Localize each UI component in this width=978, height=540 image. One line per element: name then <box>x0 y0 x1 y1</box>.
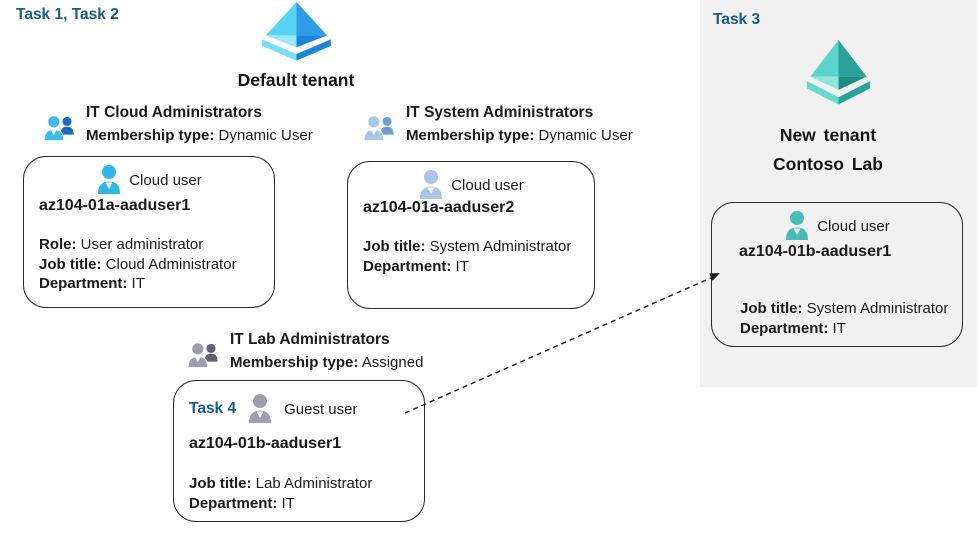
attr-row: Department: IT <box>363 257 571 277</box>
group-users-icon <box>186 339 220 371</box>
default-tenant-icon <box>260 2 333 62</box>
attr-label: Department: <box>740 319 829 337</box>
user-type-label: Cloud user <box>451 176 524 194</box>
attr-value: System Administrator <box>425 238 572 255</box>
group-text: IT System Administrators Membership type… <box>406 102 633 148</box>
group-title: IT Cloud Administrators <box>86 104 262 121</box>
attr-row: Role: User administrator <box>39 235 237 255</box>
user-attributes: Job title: System Administrator Departme… <box>740 299 948 338</box>
new-tenant-icon <box>805 40 872 106</box>
cloud-user-icon <box>784 210 810 242</box>
username: az104-01a-aaduser1 <box>39 197 191 214</box>
new-tenant-name-line1: New tenant <box>779 125 877 145</box>
group-text: IT Cloud Administrators Membership type:… <box>86 102 313 148</box>
attr-row: Department: IT <box>740 319 948 339</box>
attr-value: IT <box>127 275 145 292</box>
username: az104-01a-aaduser2 <box>363 199 515 216</box>
task-1-2-label: Task 1, Task 2 <box>16 6 119 23</box>
user-card-newtenant-aaduser1: Cloud user az104-01b-aaduser1 Job title:… <box>711 202 963 347</box>
group-users-icon <box>42 112 76 144</box>
attr-row: Job title: Cloud Administrator <box>39 255 237 275</box>
membership-label: Membership type: <box>86 127 215 144</box>
group-membership: Membership type: Dynamic User <box>86 123 313 148</box>
attr-value: User administrator <box>76 236 204 253</box>
group-it-system-administrators: IT System Administrators Membership type… <box>362 102 633 148</box>
attr-label: Role: <box>39 236 77 253</box>
user-type-header: Cloud user <box>24 164 274 196</box>
group-users-icon <box>362 112 396 144</box>
user-type-label: Guest user <box>284 400 358 418</box>
attr-row: Department: IT <box>39 274 237 294</box>
attr-value: IT <box>277 494 295 512</box>
cloud-user-icon <box>96 164 122 196</box>
username: az104-01b-aaduser1 <box>189 435 342 452</box>
user-card-aaduser2: Cloud user az104-01a-aaduser2 Job title:… <box>347 161 595 309</box>
attr-label: Department: <box>189 494 278 512</box>
attr-label: Department: <box>39 275 128 292</box>
group-membership: Membership type: Dynamic User <box>406 123 633 148</box>
membership-value: Dynamic User <box>534 127 633 144</box>
user-attributes: Role: User administrator Job title: Clou… <box>39 235 237 294</box>
attr-label: Department: <box>363 257 452 275</box>
user-card-guest-aaduser1: Task 4 Guest user az104-01b-aaduser1 Job… <box>173 380 425 522</box>
attr-label: Job title: <box>740 300 803 317</box>
user-type-label: Cloud user <box>817 217 890 235</box>
group-title: IT System Administrators <box>406 104 594 121</box>
username: az104-01b-aaduser1 <box>739 243 892 260</box>
attr-row: Job title: System Administrator <box>363 237 571 257</box>
user-attributes: Job title: System Administrator Departme… <box>363 237 571 276</box>
user-type-header: Task 4 Guest user <box>189 393 357 425</box>
group-it-cloud-administrators: IT Cloud Administrators Membership type:… <box>42 102 313 148</box>
membership-value: Assigned <box>358 354 424 371</box>
user-type-label: Cloud user <box>129 171 202 189</box>
membership-value: Dynamic User <box>214 127 313 144</box>
membership-label: Membership type: <box>406 127 535 144</box>
task-3-label: Task 3 <box>713 11 761 28</box>
attr-value: Lab Administrator <box>251 475 373 492</box>
default-tenant-name: Default tenant <box>237 70 355 90</box>
attr-label: Job title: <box>363 238 426 255</box>
attr-value: IT <box>451 257 469 275</box>
attr-row: Department: IT <box>189 494 372 514</box>
new-tenant-name-line2: Contoso Lab <box>773 154 883 174</box>
attr-label: Job title: <box>189 475 252 492</box>
group-text: IT Lab Administrators Membership type: A… <box>230 329 423 375</box>
group-membership: Membership type: Assigned <box>230 350 423 375</box>
guest-user-icon <box>247 393 273 425</box>
user-type-header: Cloud user <box>348 169 594 201</box>
attr-label: Job title: <box>39 255 102 273</box>
user-attributes: Job title: Lab Administrator Department:… <box>189 474 372 513</box>
cloud-user-icon <box>418 169 444 201</box>
attr-value: IT <box>828 319 846 337</box>
task-4-label: Task 4 <box>189 400 237 417</box>
group-title: IT Lab Administrators <box>230 331 390 348</box>
new-tenant-name: New tenant Contoso Lab <box>703 121 953 179</box>
user-type-header: Cloud user <box>712 210 962 242</box>
user-card-aaduser1: Cloud user az104-01a-aaduser1 Role: User… <box>23 156 275 308</box>
attr-value: System Administrator <box>802 300 949 317</box>
attr-row: Job title: Lab Administrator <box>189 474 372 494</box>
attr-row: Job title: System Administrator <box>740 299 948 319</box>
group-it-lab-administrators: IT Lab Administrators Membership type: A… <box>186 329 423 375</box>
attr-value: Cloud Administrator <box>101 255 237 273</box>
membership-label: Membership type: <box>230 354 359 371</box>
